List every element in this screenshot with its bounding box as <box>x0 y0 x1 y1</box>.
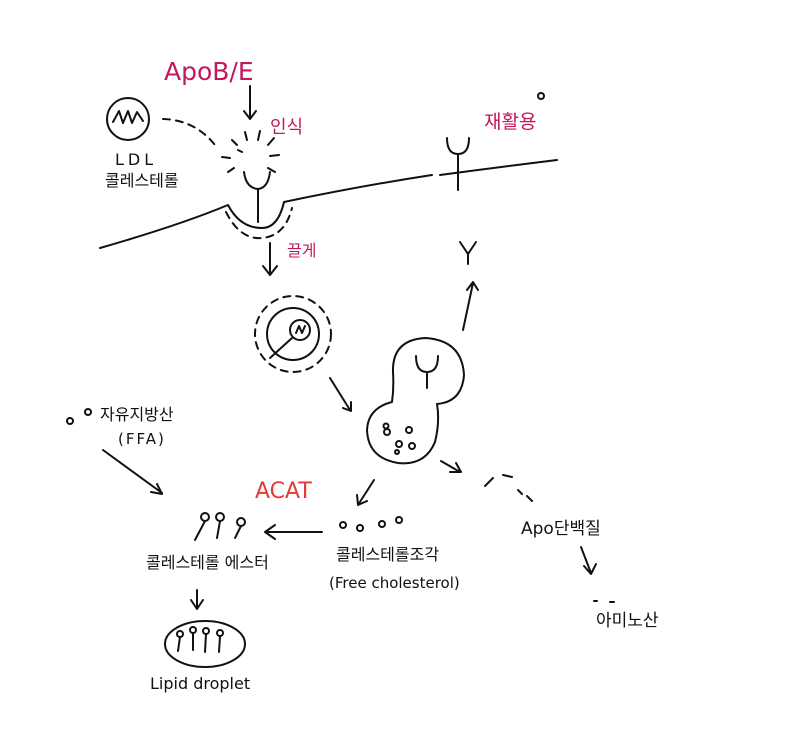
ffa-arrow <box>102 449 163 495</box>
cell-membrane-right <box>439 159 558 176</box>
acat-label: ACAT <box>255 479 312 504</box>
endocytosis-arrow <box>262 242 278 276</box>
ldl-cholesterol-label: 콜레스테롤 <box>105 171 179 190</box>
binding-label: 인식 <box>270 117 304 138</box>
lysosome <box>366 337 465 465</box>
free-cholesterol-particles <box>339 516 403 532</box>
small-vesicle <box>537 92 545 100</box>
ffa-particles <box>66 408 92 425</box>
arrow-to-apo <box>440 460 462 473</box>
ldl-approach-dashes <box>162 118 216 146</box>
apo-protein-label: Apo단백질 <box>521 519 601 539</box>
lipid-droplet <box>164 620 246 668</box>
recycling-label: 재활용 <box>484 111 537 133</box>
ffa-korean-label: 자유지방산 <box>100 405 174 424</box>
endosome-to-lysosome-arrow <box>329 377 352 412</box>
apob-e-label: ApoB/E <box>164 57 254 86</box>
ffa-label: (FFA) <box>118 430 166 448</box>
amino-acid-dots <box>593 600 615 603</box>
endocytosis-label: 끌게 <box>287 241 317 260</box>
ldl-particle <box>106 97 150 141</box>
recycling-vesicle-receptor <box>459 241 477 265</box>
endosome <box>254 295 332 373</box>
recycled-receptor <box>446 137 470 191</box>
amino-acid-label: 아미노산 <box>596 611 659 631</box>
ldl-label: LDL <box>115 150 158 169</box>
acat-arrow <box>264 524 323 540</box>
recognition-burst <box>221 130 280 173</box>
arrow-to-free-cholesterol <box>356 479 375 506</box>
cholesterol-ester-molecules <box>194 512 246 541</box>
receptor-in-pit <box>243 171 271 223</box>
apo-dashes <box>484 474 533 502</box>
apob-arrow <box>243 85 257 120</box>
lipid-droplet-label: Lipid droplet <box>150 674 251 693</box>
coated-pit <box>225 207 293 240</box>
cell-membrane <box>99 174 433 249</box>
ester-to-droplet-arrow <box>190 589 204 610</box>
free-cholesterol-label: (Free cholesterol) <box>329 574 460 592</box>
free-cholesterol-korean-label: 콜레스테롤조각 <box>336 545 440 564</box>
lysosome-to-membrane-arrow <box>462 281 479 331</box>
cholesterol-ester-label: 콜레스테롤 에스터 <box>146 553 269 572</box>
apo-to-amino-arrow <box>580 546 597 575</box>
